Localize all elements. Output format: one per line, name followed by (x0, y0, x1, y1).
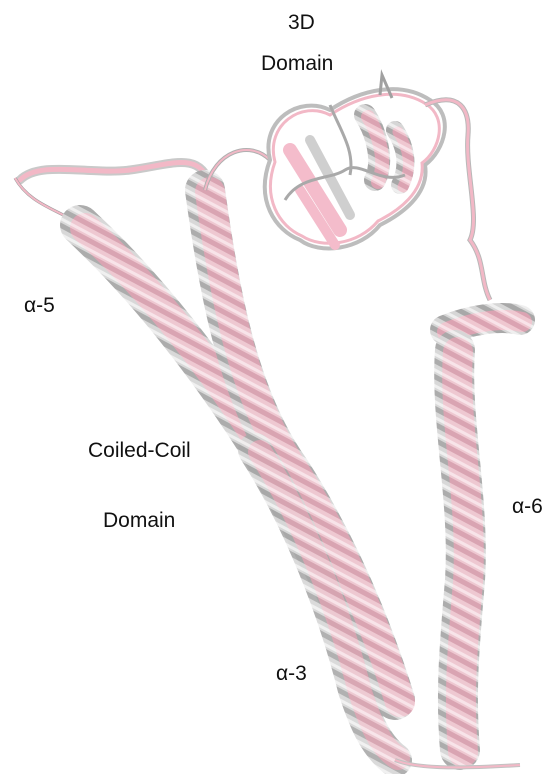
label-alpha-5: α-5 (24, 295, 55, 316)
label-alpha-3: α-3 (276, 663, 307, 684)
label-coiled-coil-line2: Domain (103, 510, 175, 531)
alpha-6-helix (454, 350, 469, 752)
alpha-5-loop (15, 163, 210, 226)
label-3d-line1: 3D (288, 12, 315, 33)
domain-3d-globule (265, 75, 445, 248)
alpha-6-cap-helix (445, 318, 522, 332)
domain-3d-to-alpha-6-linker (425, 100, 490, 300)
label-alpha-6: α-6 (512, 496, 543, 517)
label-3d-line2: Domain (261, 53, 333, 74)
label-coiled-coil-line1: Coiled-Coil (88, 440, 191, 461)
